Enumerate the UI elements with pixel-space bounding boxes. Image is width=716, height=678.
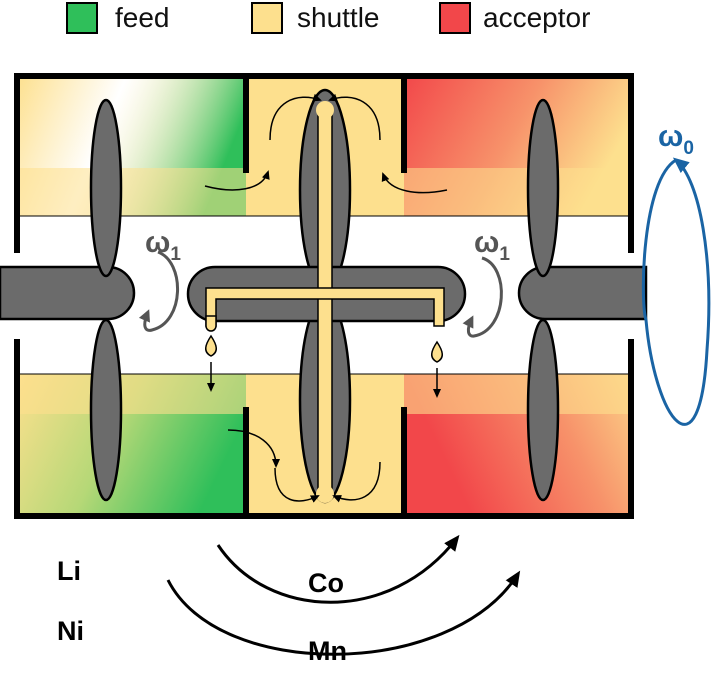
channel-left-tip <box>205 315 217 332</box>
omega0-label: ω0 <box>658 120 694 159</box>
rotation-arrow-right <box>462 256 503 338</box>
right-impeller <box>517 98 648 502</box>
legend-swatch-shuttle <box>251 2 283 34</box>
shuttle-band-top-right <box>404 168 631 216</box>
legend-label-feed: feed <box>115 2 170 33</box>
inner-rotation-left: ω1 <box>138 226 181 332</box>
droplet-right-drop <box>431 340 443 363</box>
omega1-label-right: ω1 <box>474 226 510 265</box>
right-blade-bottom <box>526 318 560 502</box>
droplets <box>205 334 443 398</box>
outer-rotation: ω0 <box>641 120 711 426</box>
channel-vertical <box>317 111 333 491</box>
flow-arrows <box>204 93 448 503</box>
element-label-co: Co <box>308 568 344 598</box>
rotation-arrow-left <box>138 250 179 332</box>
flow-arrow-bottom-3 <box>227 429 280 468</box>
shuttle-channels <box>205 101 445 503</box>
walls <box>14 73 634 519</box>
channel-bottom-port <box>316 485 334 503</box>
legend-swatch-acceptor <box>439 2 471 34</box>
omega1-label-left: ω1 <box>145 226 181 265</box>
element-label-mn: Mn <box>308 636 347 666</box>
legend: feed shuttle acceptor <box>66 2 590 34</box>
left-shaft <box>0 265 136 321</box>
flow-arrow-bottom-1 <box>274 467 320 503</box>
wall-top <box>14 73 634 253</box>
droplet-right <box>431 340 443 398</box>
legend-label-acceptor: acceptor <box>483 2 590 33</box>
flow-arrow-top-3 <box>204 170 270 191</box>
shuttle-band-bottom-left <box>17 374 246 414</box>
flow-arrow-top-2 <box>328 93 381 141</box>
left-blade-bottom <box>89 318 123 502</box>
inner-rotation-right: ω1 <box>462 226 510 338</box>
shuttle-band-top-left <box>17 168 246 216</box>
rotation-arrow-outer <box>641 157 711 426</box>
legend-swatch-feed <box>66 2 98 34</box>
droplet-left-drop <box>205 334 217 357</box>
transfer-arrow-mn <box>166 570 521 656</box>
left-blade-top <box>89 98 123 278</box>
flow-arrow-top-1 <box>269 93 322 141</box>
element-label-ni: Ni <box>57 616 84 646</box>
wall-bottom <box>14 339 634 519</box>
element-label-li: Li <box>57 556 81 586</box>
right-shaft <box>517 265 648 321</box>
flow-arrow-bottom-2 <box>332 461 381 503</box>
droplet-left <box>205 334 217 392</box>
right-blade-top <box>526 98 560 278</box>
flow-arrow-top-4 <box>381 172 448 194</box>
shuttle-band-bottom-right <box>404 374 631 414</box>
left-impeller <box>0 98 136 502</box>
element-transfer: Li Ni Co Mn <box>57 534 521 666</box>
legend-label-shuttle: shuttle <box>297 2 380 33</box>
channel-top-port <box>316 101 334 119</box>
transfer-arrow-co <box>216 534 460 604</box>
